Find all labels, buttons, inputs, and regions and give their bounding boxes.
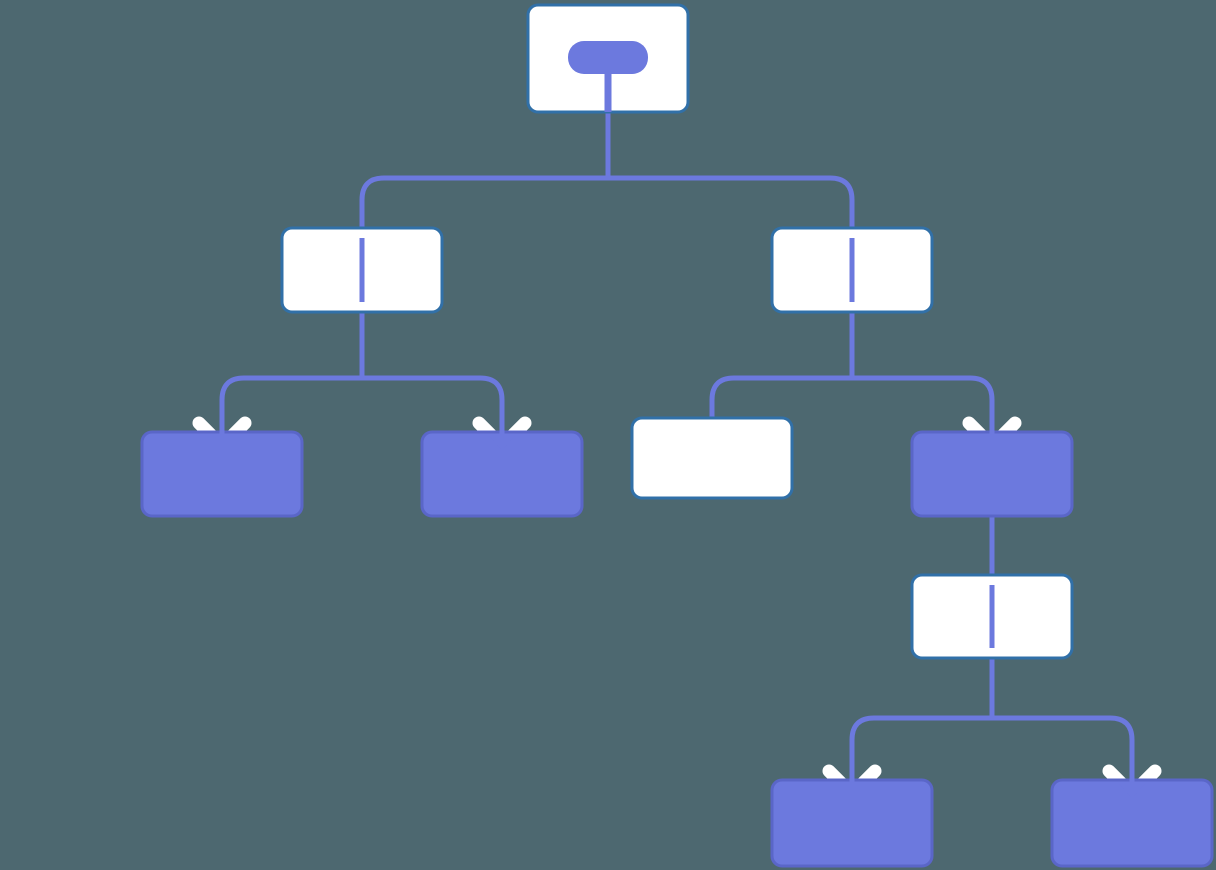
node-l2-c-body[interactable]	[630, 416, 794, 500]
node-root-stem	[604, 70, 612, 112]
node-l2-c[interactable]	[630, 416, 794, 500]
node-l1-right[interactable]	[770, 226, 934, 314]
arrowhead-layer	[209, 420, 1145, 798]
edge-l2a-drop	[219, 375, 245, 420]
edge-root-right-drop	[829, 175, 855, 270]
node-l3-a[interactable]	[910, 573, 1074, 660]
node-l3-a-through-line	[989, 585, 995, 648]
edge-l4a-drop	[849, 715, 875, 768]
arrowhead-l2b	[489, 420, 515, 450]
node-l1-left[interactable]	[280, 226, 444, 314]
edge-l2c-drop	[709, 375, 735, 418]
edge-l2b-drop	[479, 375, 505, 420]
node-layer	[140, 3, 1214, 868]
node-root[interactable]	[526, 3, 690, 114]
arrowhead-l2d	[979, 420, 1005, 450]
arrowhead-l4b	[1119, 768, 1145, 798]
arrowhead-l4a	[839, 768, 865, 798]
node-root-pill-marker	[568, 41, 648, 74]
edge-l2d-drop	[969, 375, 995, 420]
edge-l4b-drop	[1109, 715, 1135, 768]
edge-root-left-drop	[359, 175, 385, 270]
node-l1-right-through-line	[849, 238, 855, 302]
node-l1-left-through-line	[359, 238, 365, 302]
arrowhead-l2a	[209, 420, 235, 450]
